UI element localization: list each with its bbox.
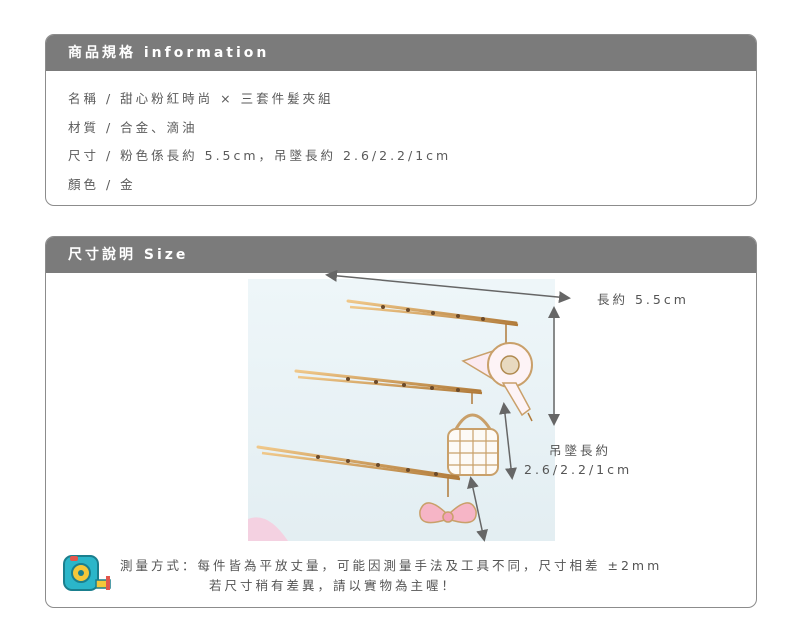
spec-header: 商品規格 information — [46, 35, 756, 71]
difference-note: 若尺寸稍有差異，請以實物為主喔！ — [209, 578, 458, 593]
product-photo — [248, 279, 555, 541]
hairpin-top — [346, 299, 533, 422]
spec-dimensions: 尺寸 / 粉色係長約 5.5cm，吊墜長約 2.6/2.2/1cm — [68, 148, 452, 163]
hairpin-middle — [294, 369, 499, 476]
pendant-label: 吊墜長約 — [549, 443, 612, 458]
handbag-pendant — [447, 413, 499, 476]
hairpin-bottom — [256, 445, 477, 524]
tape-measure-icon — [63, 555, 111, 591]
product-spec-card: 商品規格 information 名稱 / 甜心粉紅時尚 × 三套件髮夾組 材質… — [45, 34, 757, 206]
length-label: 長約 5.5cm — [597, 292, 689, 307]
spec-color: 顏色 / 金 — [68, 176, 136, 192]
spec-name: 名稱 / 甜心粉紅時尚 × 三套件髮夾組 — [68, 91, 334, 106]
spec-list: 名稱 / 甜心粉紅時尚 × 三套件髮夾組 材質 / 合金、滴油 尺寸 / 粉色係… — [46, 71, 756, 199]
hairpin-illustration — [248, 279, 555, 541]
pendant-value: 2.6/2.2/1cm — [524, 462, 633, 477]
hair-dryer-pendant — [461, 342, 533, 422]
size-card: 尺寸說明 Size — [45, 236, 757, 608]
size-header: 尺寸說明 Size — [46, 237, 756, 273]
measurement-note: 測量方式：每件皆為平放丈量，可能因測量手法及工具不同，尺寸相差 ±2mm — [120, 558, 663, 573]
spec-material: 材質 / 合金、滴油 — [68, 119, 198, 135]
